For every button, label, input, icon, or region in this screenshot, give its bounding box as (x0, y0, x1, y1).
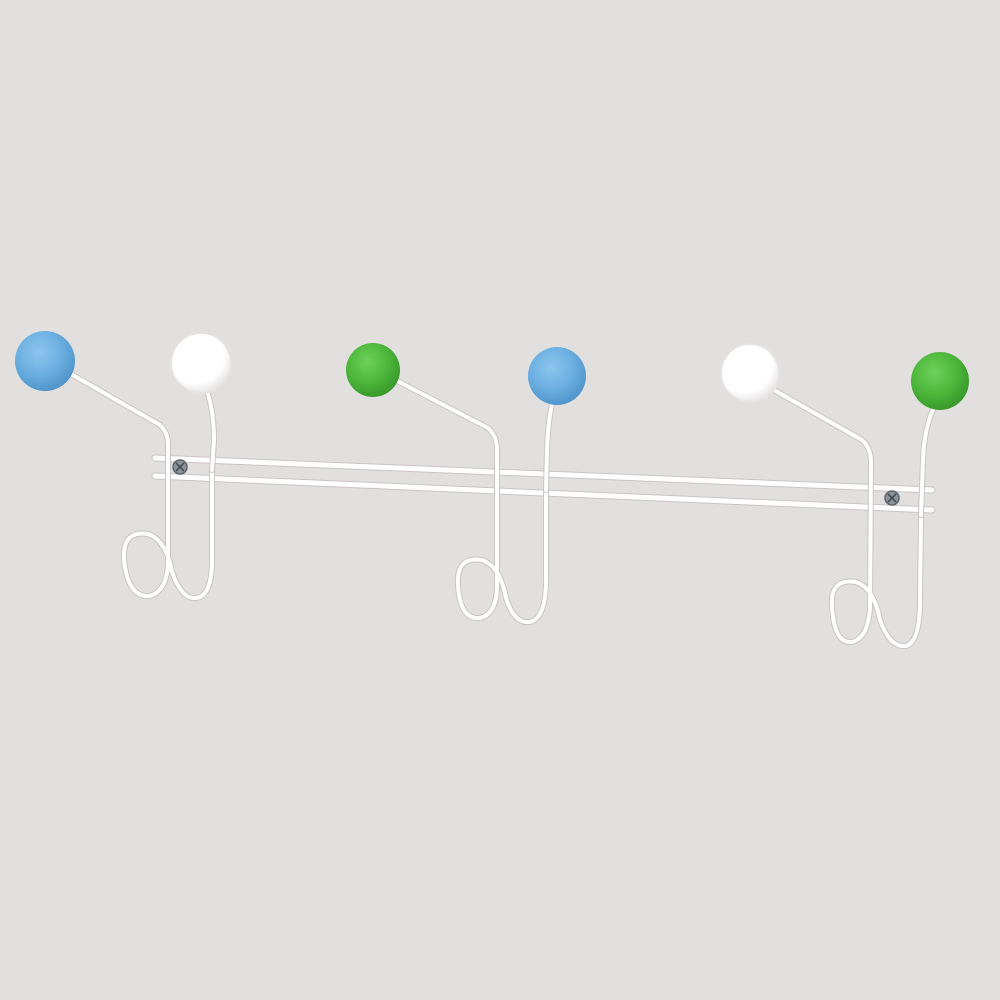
knob-2-right (528, 347, 586, 405)
knob-1-right (170, 332, 232, 394)
screw-right (884, 490, 900, 506)
knob-1-left (15, 331, 75, 391)
hook-group-2 (346, 343, 586, 626)
knob-3-right (911, 352, 969, 410)
knob-3-left (720, 343, 780, 403)
hook-group-1 (15, 331, 232, 602)
hook-group-3 (720, 343, 969, 650)
knob-2-left (346, 343, 400, 397)
screw-left (172, 459, 188, 475)
